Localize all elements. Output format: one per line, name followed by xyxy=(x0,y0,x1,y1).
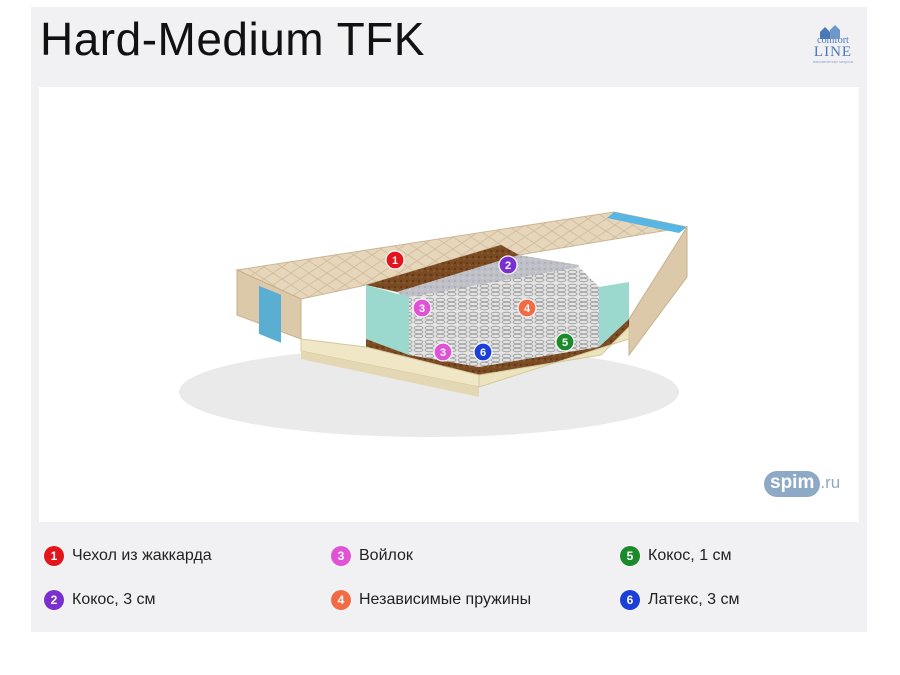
legend-item-2: 2 Кокос, 3 см xyxy=(44,590,156,610)
house-icon xyxy=(820,25,840,39)
image-marker-label: 5 xyxy=(562,337,568,349)
layer-felt-left-block xyxy=(366,285,409,355)
logo-tagline: анатомические матрасы xyxy=(812,59,854,64)
legend-label-4: Независимые пружины xyxy=(359,591,532,608)
image-marker-2: 2 xyxy=(498,255,518,275)
mattress-image-panel: 1 2 3 4 3 6 5 xyxy=(39,87,859,522)
layer-coconut-bottom-right xyxy=(479,319,629,375)
mattress-label-tag xyxy=(259,285,281,343)
layer-felt-right-block xyxy=(599,282,629,347)
mattress-right-side xyxy=(628,225,688,357)
layer-springs xyxy=(409,267,599,367)
image-marker-3: 3 xyxy=(412,298,432,318)
mattress-corner-tag xyxy=(607,212,687,233)
layer-coconut-top xyxy=(366,245,519,292)
legend-label-6: Латекс, 3 см xyxy=(648,591,740,608)
image-marker-label: 4 xyxy=(524,303,531,315)
mattress-shadow xyxy=(179,347,679,437)
legend-badge-1: 1 xyxy=(44,546,64,566)
legend-item-1: 1 Чехол из жаккарда xyxy=(44,546,212,566)
logo-text-comfort: comfort xyxy=(817,35,849,46)
legend-badge-6: 6 xyxy=(620,590,640,610)
legend-badge-3: 3 xyxy=(331,546,351,566)
legend-label-5: Кокос, 1 см xyxy=(648,547,732,564)
legend-badge-5: 5 xyxy=(620,546,640,566)
brand-logo: comfort LINE анатомические матрасы xyxy=(806,22,860,72)
mattress-cutaway-illustration: 1 2 3 4 3 6 5 xyxy=(179,211,688,437)
legend-item-4: 4 Независимые пружины xyxy=(331,590,531,610)
image-marker-label: 3 xyxy=(419,303,425,315)
logo-text-line: LINE xyxy=(813,44,853,60)
image-marker-5: 5 xyxy=(555,332,575,352)
watermark-name: spim xyxy=(764,471,821,497)
legend-label-3: Войлок xyxy=(359,547,413,564)
layer-latex-right xyxy=(478,325,630,388)
image-marker-4: 4 xyxy=(517,298,537,318)
legend-item-5: 5 Кокос, 1 см xyxy=(620,546,732,566)
layer-coconut-bottom-left xyxy=(366,339,479,375)
image-marker-label: 1 xyxy=(392,255,398,267)
image-marker-label: 2 xyxy=(505,260,511,272)
legend-badge-4: 4 xyxy=(331,590,351,610)
image-marker-6: 6 xyxy=(473,342,493,362)
watermark-tld: .ru xyxy=(820,473,841,492)
legend-label-1: Чехол из жаккарда xyxy=(72,547,212,564)
legend-label-2: Кокос, 3 см xyxy=(72,591,156,608)
legend-item-3: 3 Войлок xyxy=(331,546,413,566)
legend-badge-2: 2 xyxy=(44,590,64,610)
image-marker-3: 3 xyxy=(433,342,453,362)
legend-item-6: 6 Латекс, 3 см xyxy=(620,590,740,610)
image-marker-1: 1 xyxy=(385,250,405,270)
page-title: Hard-Medium TFK xyxy=(40,13,425,65)
spim-watermark: spim.ru xyxy=(764,471,840,497)
image-marker-label: 6 xyxy=(480,347,486,359)
mattress-bottom-edge xyxy=(301,339,479,397)
image-marker-label: 3 xyxy=(440,347,446,359)
